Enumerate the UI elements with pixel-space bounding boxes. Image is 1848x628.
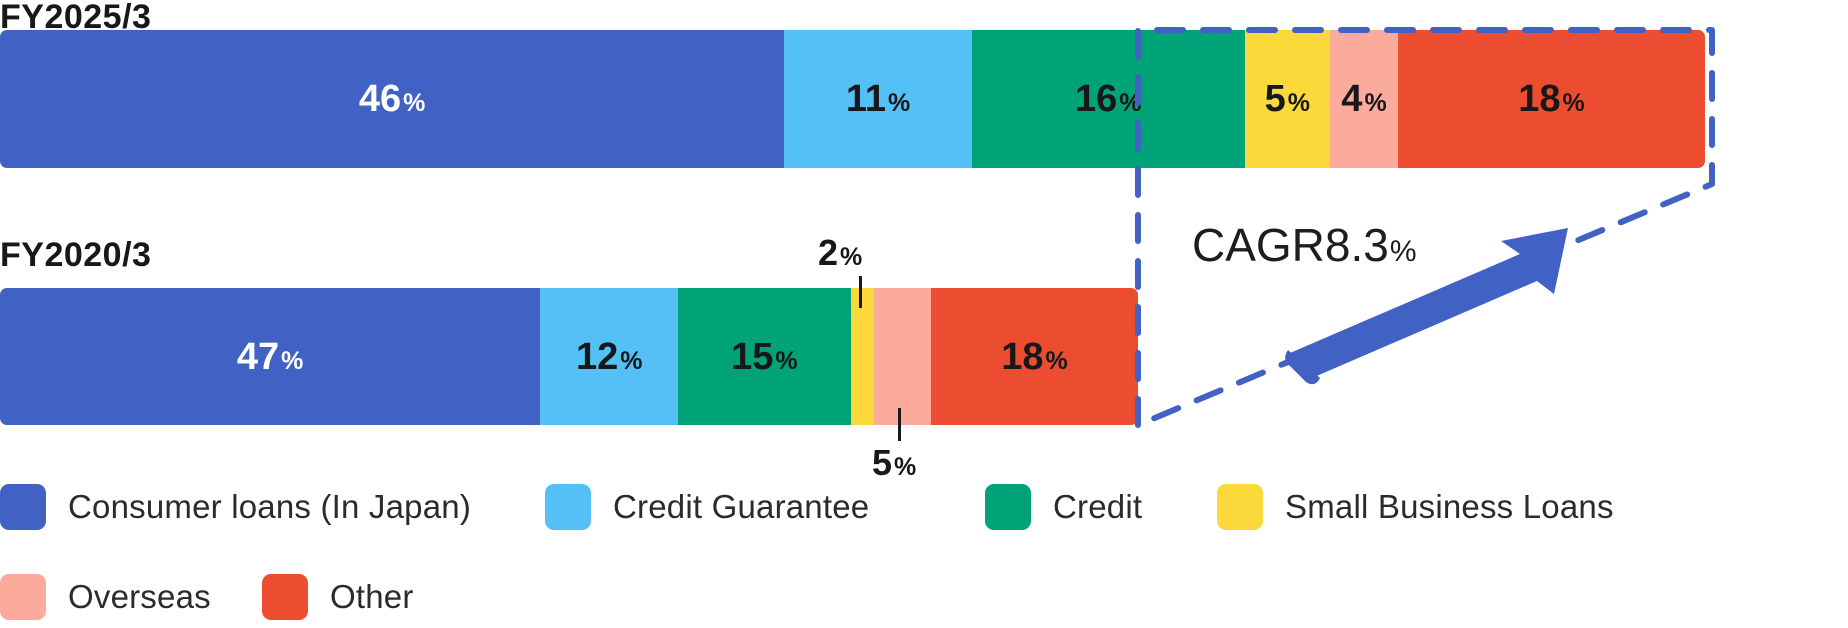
segment-value: 46% <box>359 80 426 118</box>
segment-value: 5% <box>1265 80 1310 118</box>
segment-value-percent: % <box>888 89 911 117</box>
bar-segment-other: 18% <box>1398 30 1705 168</box>
segment-value-percent: % <box>1562 89 1585 117</box>
bar-label-fy2020: FY2020/3 <box>0 236 152 274</box>
leader-line-overseas <box>898 408 901 441</box>
segment-value-percent: % <box>1119 89 1142 117</box>
legend-swatch-small-business-loans <box>1217 484 1263 530</box>
legend-swatch-credit <box>985 484 1031 530</box>
legend-item-overseas[interactable]: Overseas <box>0 574 262 620</box>
legend-swatch-consumer-loans <box>0 484 46 530</box>
segment-value: 18% <box>1518 80 1585 118</box>
stacked-bar-fy2025: 46%11%16%5%4%18% <box>0 30 1705 168</box>
segment-value-number: 47 <box>236 335 280 378</box>
legend-swatch-overseas <box>0 574 46 620</box>
legend-swatch-other <box>262 574 308 620</box>
segment-value-number: 18 <box>1518 78 1561 120</box>
segment-value-number: 16 <box>1074 78 1118 120</box>
segment-value-number: 12 <box>575 335 619 378</box>
legend-swatch-credit-guarantee <box>545 484 591 530</box>
segment-value-number: 15 <box>731 335 774 378</box>
bar-segment-credit: 15% <box>678 288 851 425</box>
segment-value: 47% <box>237 338 304 376</box>
bar-segment-small-business-loans <box>850 288 874 425</box>
segment-value-percent: % <box>620 346 643 375</box>
callout-small-business-loans: 2 % <box>818 232 862 274</box>
legend-label-other: Other <box>330 578 414 615</box>
segment-value-percent: % <box>1045 346 1068 375</box>
segment-value-percent: % <box>1287 89 1310 117</box>
cagr-percent-sign: % <box>1389 235 1417 268</box>
callout-overseas-percent: % <box>894 453 917 481</box>
bar-segment-credit-guarantee: 12% <box>540 288 679 425</box>
legend-row-1: Consumer loans (In Japan) Credit Guarant… <box>0 476 1848 538</box>
segment-value-percent: % <box>1364 89 1387 117</box>
segment-value-number: 18 <box>1001 335 1044 378</box>
segment-value-number: 11 <box>845 78 887 120</box>
bar-segment-small-business-loans: 5% <box>1244 30 1330 168</box>
legend-row-2: Overseas Other <box>0 566 1848 628</box>
bar-segment-credit-guarantee: 11% <box>784 30 972 168</box>
segment-value: 12% <box>576 338 643 376</box>
legend-label-overseas: Overseas <box>68 578 211 615</box>
cagr-value: CAGR8.3 <box>1192 219 1389 271</box>
bar-segment-consumer-loans-in-japan: 47% <box>0 288 541 425</box>
legend-label-credit: Credit <box>1053 488 1143 525</box>
legend: Consumer loans (In Japan) Credit Guarant… <box>0 476 1848 628</box>
segment-value-percent: % <box>281 346 304 375</box>
segment-value-number: 5 <box>1264 78 1286 120</box>
segment-value: 18% <box>1001 338 1068 376</box>
legend-item-other[interactable]: Other <box>262 574 414 620</box>
segment-value: 15% <box>731 338 798 376</box>
legend-item-credit-guarantee[interactable]: Credit Guarantee <box>545 484 985 530</box>
legend-item-consumer-loans[interactable]: Consumer loans (In Japan) <box>0 484 545 530</box>
segment-value-percent: % <box>403 89 426 117</box>
bar-segment-overseas <box>873 288 932 425</box>
bar-segment-other: 18% <box>931 288 1138 425</box>
callout-small-business-percent: % <box>840 243 863 271</box>
segment-value-percent: % <box>775 346 798 375</box>
segment-value: 11% <box>846 80 910 118</box>
legend-item-credit[interactable]: Credit <box>985 484 1217 530</box>
segment-value: 16% <box>1075 80 1142 118</box>
cagr-annotation: CAGR8.3 % <box>1192 218 1417 272</box>
bar-segment-consumer-loans-in-japan: 46% <box>0 30 785 168</box>
callout-small-business-value: 2 <box>818 232 839 273</box>
leader-line-small-business <box>859 276 862 308</box>
segment-value-number: 4 <box>1341 78 1363 120</box>
segment-value: 4% <box>1341 80 1386 118</box>
bar-segment-credit: 16% <box>971 30 1245 168</box>
bar-segment-overseas: 4% <box>1329 30 1399 168</box>
legend-label-small-business-loans: Small Business Loans <box>1285 488 1614 525</box>
legend-label-consumer-loans: Consumer loans (In Japan) <box>68 488 472 525</box>
segment-value-number: 46 <box>358 78 402 120</box>
legend-label-credit-guarantee: Credit Guarantee <box>613 488 870 525</box>
callout-overseas: 5 % <box>872 442 916 484</box>
legend-item-small-business-loans[interactable]: Small Business Loans <box>1217 484 1614 530</box>
stacked-bar-fy2020: 47%12%15%18% <box>0 288 1138 425</box>
callout-overseas-value: 5 <box>872 442 893 483</box>
